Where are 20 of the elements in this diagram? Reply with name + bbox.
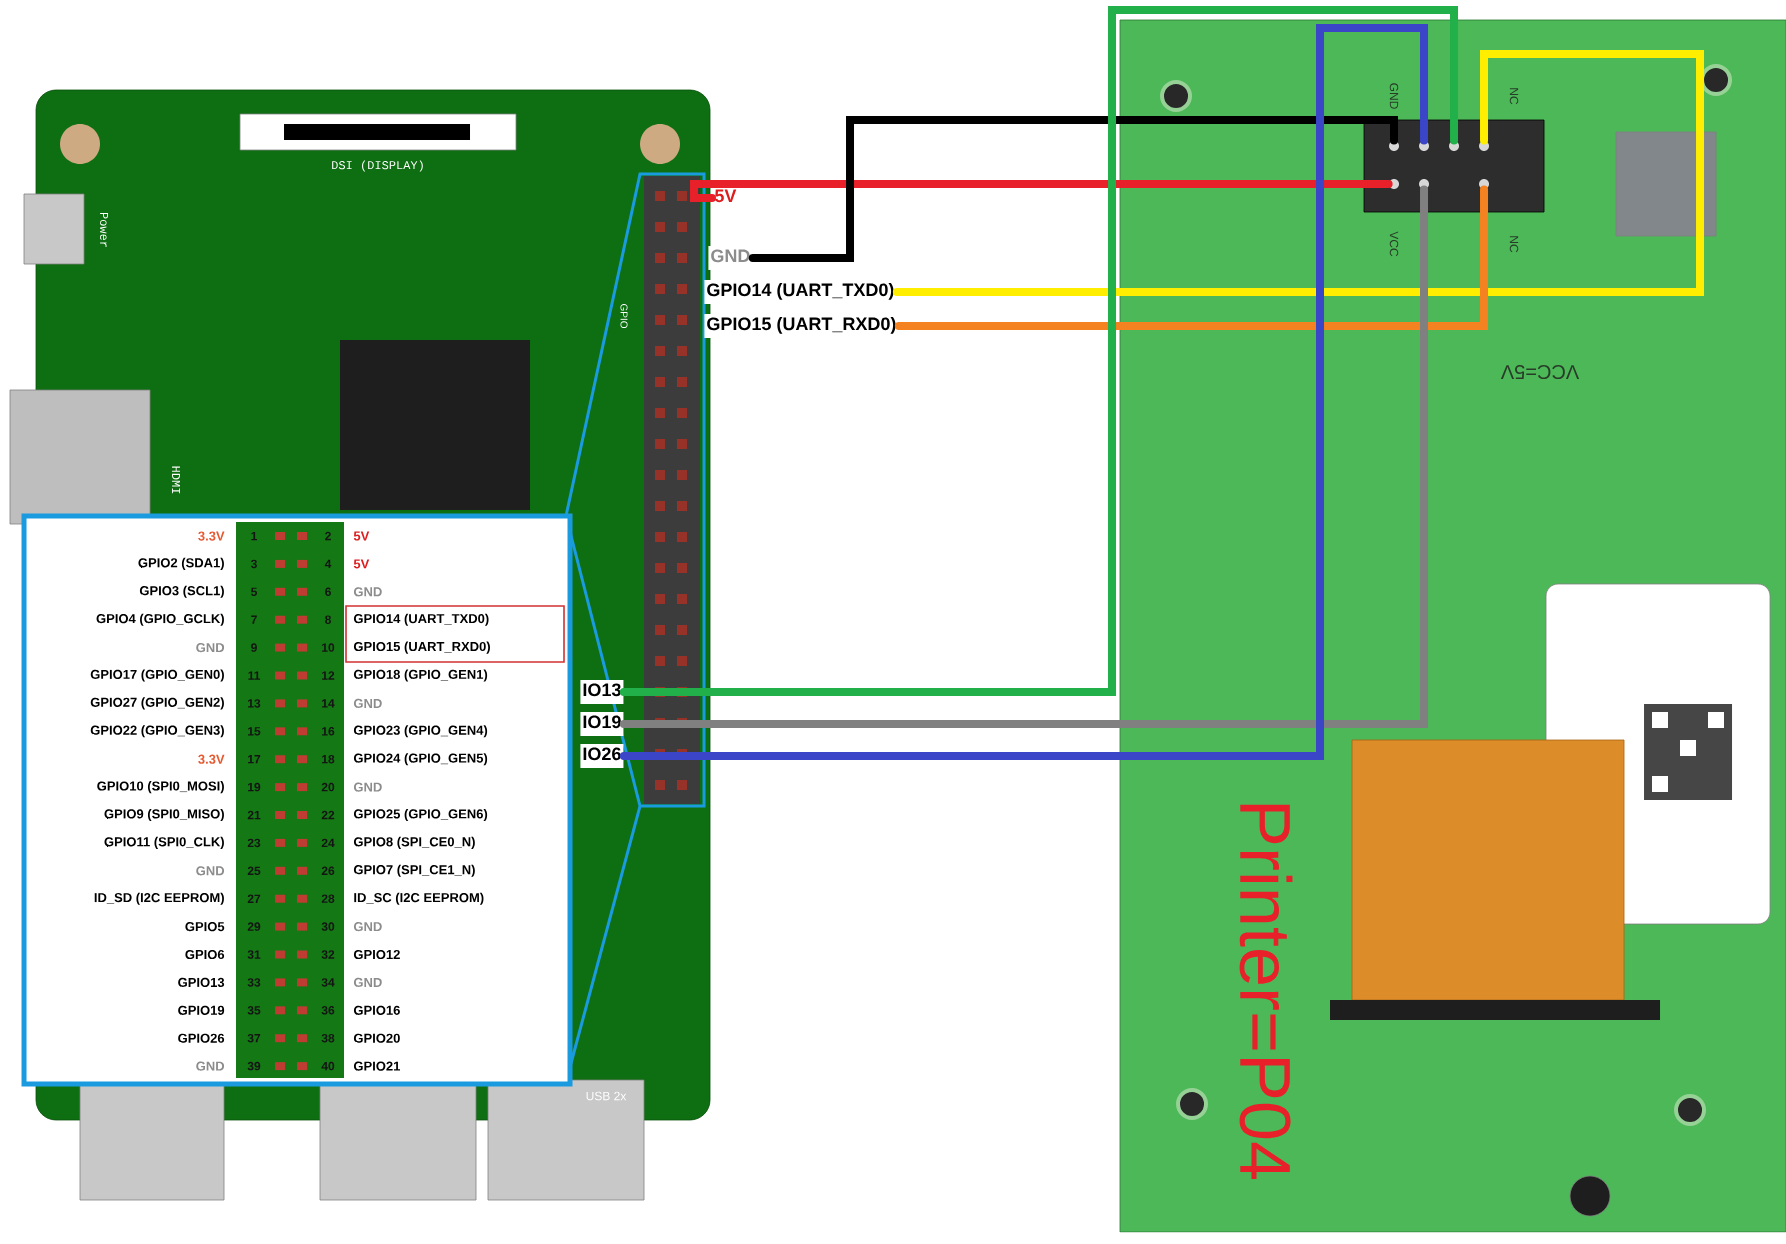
connector-pin xyxy=(1419,141,1429,151)
pin-label: IO13 xyxy=(580,680,624,704)
wire xyxy=(748,116,1398,262)
pin-label: GND xyxy=(708,246,753,270)
wire xyxy=(892,50,1704,296)
wire xyxy=(894,185,1488,330)
connector-pin xyxy=(1389,141,1399,151)
connector-pin xyxy=(1479,179,1489,189)
pin-label: GPIO14 (UART_TXD0) xyxy=(704,280,897,304)
pin-label: IO19 xyxy=(580,712,624,736)
board-label: VCC=5V xyxy=(1500,364,1580,380)
wire xyxy=(690,180,1393,202)
pin-label: IO26 xyxy=(580,744,624,768)
connector-pin xyxy=(1419,179,1429,189)
connector-pin xyxy=(1389,179,1399,189)
connector-pin xyxy=(1479,141,1489,151)
wire xyxy=(619,185,1428,728)
pin-label: GPIO15 (UART_RXD0) xyxy=(704,314,899,338)
annotation-text: Printer=P04 xyxy=(1239,804,1293,1179)
connector-pin xyxy=(1449,141,1459,151)
